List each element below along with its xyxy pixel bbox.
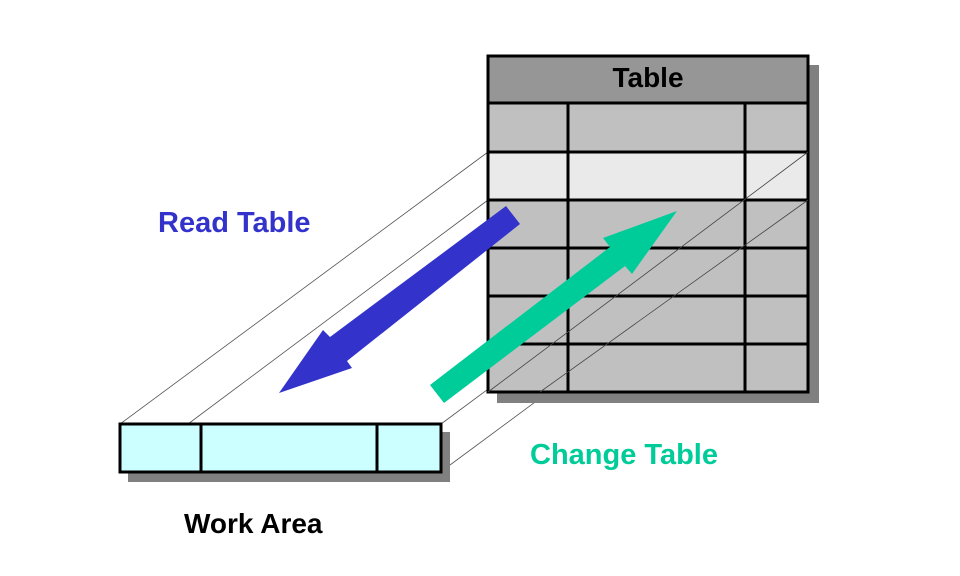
work-area: [118, 422, 450, 482]
table-header: [488, 56, 808, 103]
change-table-label: Change Table: [530, 439, 718, 471]
read-table-label: Read Table: [158, 207, 311, 239]
work-area-box: [118, 422, 443, 474]
table-row-highlighted: [488, 152, 808, 200]
projection-line: [187, 199, 489, 425]
projection-line: [119, 151, 489, 425]
work-area-label: Work Area: [184, 508, 323, 539]
change-table-arrow: [430, 211, 677, 403]
read-table-arrow: [279, 206, 520, 393]
table-title: Table: [612, 62, 684, 93]
